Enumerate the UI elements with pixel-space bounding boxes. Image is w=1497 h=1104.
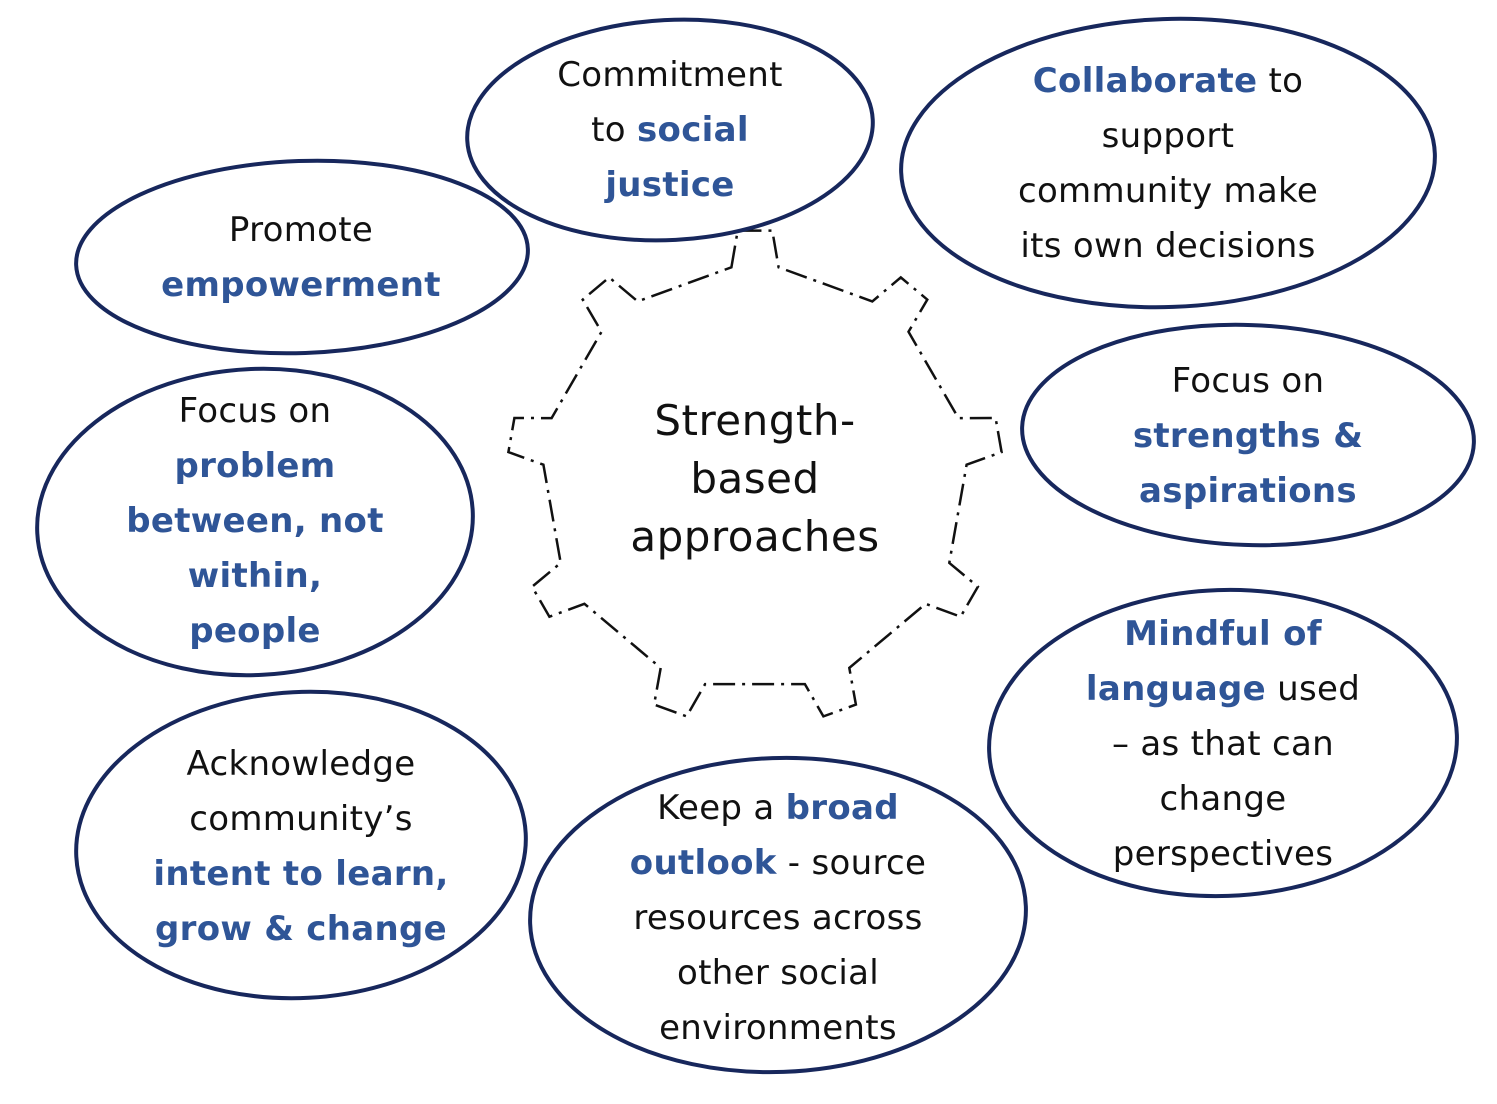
highlighted-text: Mindful of xyxy=(1124,614,1322,654)
bubble-line: environments xyxy=(548,1001,1008,1056)
highlighted-text: social xyxy=(637,110,749,150)
bubble-line: language used xyxy=(1010,662,1436,717)
center-label-line: Strength- xyxy=(654,396,856,445)
bubble-mindful-language xyxy=(987,587,1459,899)
plain-text: Acknowledge xyxy=(186,744,416,784)
plain-text: Focus on xyxy=(1171,361,1325,401)
bubble-text-mindful-language: Mindful of language used – as that can chan… xyxy=(1010,607,1436,882)
bubble-text-promote-empowerment: Promote empowerment xyxy=(100,203,502,313)
highlighted-text: broad xyxy=(785,788,899,828)
bubble-text-focus-strengths: Focus on strengths & aspirations xyxy=(1040,354,1456,519)
highlighted-text: people xyxy=(189,611,321,651)
bubble-line: Commitment xyxy=(480,48,860,103)
bubble-line: Promote xyxy=(100,203,502,258)
plain-text: support xyxy=(1101,116,1235,156)
bubble-line: change xyxy=(1010,772,1436,827)
highlighted-text: between, not xyxy=(126,501,384,541)
plain-text: change xyxy=(1159,779,1287,819)
bubble-line: aspirations xyxy=(1040,464,1456,519)
bubble-line: problem xyxy=(55,439,455,494)
center-label-line: based xyxy=(690,454,820,503)
bubble-line: empowerment xyxy=(100,258,502,313)
bubble-line: other social xyxy=(548,946,1008,1001)
center-label-line: approaches xyxy=(630,512,880,561)
bubble-line: Acknowledge xyxy=(95,737,507,792)
bubble-broad-outlook xyxy=(528,755,1028,1075)
bubble-text-commitment-social-justice: Commitment to social justice xyxy=(480,48,860,213)
highlighted-text: aspirations xyxy=(1139,471,1357,511)
plain-text: Focus on xyxy=(178,391,332,431)
bubble-line: Mindful of xyxy=(1010,607,1436,662)
bubble-commitment-social-justice xyxy=(465,17,875,243)
plain-text: Promote xyxy=(228,210,374,250)
bubble-collaborate xyxy=(899,16,1437,310)
plain-text: Keep a xyxy=(657,788,786,828)
bubble-line: community’s xyxy=(95,792,507,847)
center-gear-outline xyxy=(506,229,1004,718)
highlighted-text: grow & change xyxy=(154,909,447,949)
bubble-text-collaborate: Collaborate to support community make its o… xyxy=(940,54,1396,274)
bubble-focus-strengths xyxy=(1020,322,1476,548)
bubble-line: strengths & xyxy=(1040,409,1456,464)
bubble-line: between, not xyxy=(55,494,455,549)
plain-text: - source xyxy=(776,843,927,883)
plain-text: perspectives xyxy=(1112,834,1334,874)
highlighted-text: outlook xyxy=(629,843,777,883)
bubble-line: perspectives xyxy=(1010,827,1436,882)
plain-text: Commitment xyxy=(557,55,783,95)
bubble-line: Focus on xyxy=(1040,354,1456,409)
bubble-line: justice xyxy=(480,158,860,213)
bubble-line: support xyxy=(940,109,1396,164)
bubble-line: Collaborate to xyxy=(940,54,1396,109)
bubble-line: resources across xyxy=(548,891,1008,946)
plain-text: used xyxy=(1266,669,1361,709)
bubble-promote-empowerment xyxy=(74,158,530,356)
bubble-line: intent to learn, xyxy=(95,847,507,902)
bubble-line: people xyxy=(55,604,455,659)
bubble-line: Keep a broad xyxy=(548,781,1008,836)
bubble-line: within, xyxy=(55,549,455,604)
bubble-line: to social xyxy=(480,103,860,158)
bubble-line: community make xyxy=(940,164,1396,219)
bubble-line: – as that can xyxy=(1010,717,1436,772)
highlighted-text: Collaborate xyxy=(1032,61,1258,101)
plain-text: – as that can xyxy=(1112,724,1334,764)
bubble-line: grow & change xyxy=(95,902,507,957)
highlighted-text: empowerment xyxy=(161,265,441,305)
highlighted-text: problem xyxy=(174,446,336,486)
bubble-acknowledge-community xyxy=(74,689,528,1001)
bubble-line: its own decisions xyxy=(940,219,1396,274)
center-label: Strength- based approaches xyxy=(605,392,905,566)
plain-text: to xyxy=(1257,61,1304,101)
highlighted-text: language xyxy=(1085,669,1266,709)
plain-text: other social xyxy=(677,953,879,993)
bubble-line: outlook - source xyxy=(548,836,1008,891)
bubble-line: Focus on xyxy=(55,384,455,439)
plain-text: to xyxy=(591,110,638,150)
highlighted-text: justice xyxy=(605,165,735,205)
plain-text: its own decisions xyxy=(1020,226,1316,266)
bubble-focus-problem xyxy=(35,366,475,678)
plain-text: environments xyxy=(659,1008,897,1048)
plain-text: community make xyxy=(1017,171,1319,211)
bubble-text-acknowledge-community: Acknowledge community’s intent to learn, gr… xyxy=(95,737,507,957)
highlighted-text: strengths & xyxy=(1132,416,1364,456)
bubble-text-focus-problem: Focus on problem between, not within, people xyxy=(55,384,455,659)
plain-text: resources across xyxy=(633,898,923,938)
highlighted-text: within, xyxy=(187,556,323,596)
highlighted-text: intent to learn, xyxy=(153,854,449,894)
plain-text: community’s xyxy=(189,799,413,839)
